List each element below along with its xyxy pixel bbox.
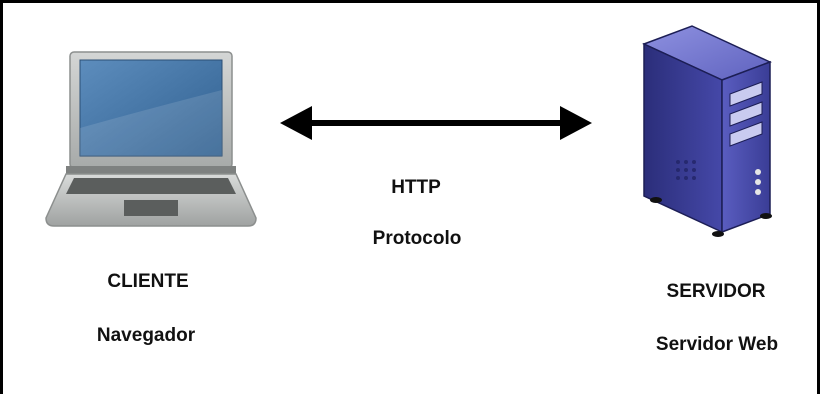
laptop-icon <box>45 51 257 227</box>
server-title: SERVIDOR <box>666 281 766 302</box>
server-subtitle: Servidor Web <box>655 334 779 355</box>
double-headed-arrow <box>280 106 592 140</box>
server-tower-icon <box>642 25 772 237</box>
protocol-label: Protocolo <box>372 228 462 249</box>
client-title: CLIENTE <box>107 271 189 292</box>
client-subtitle: Navegador <box>96 325 196 346</box>
protocol-name: HTTP <box>391 177 441 198</box>
